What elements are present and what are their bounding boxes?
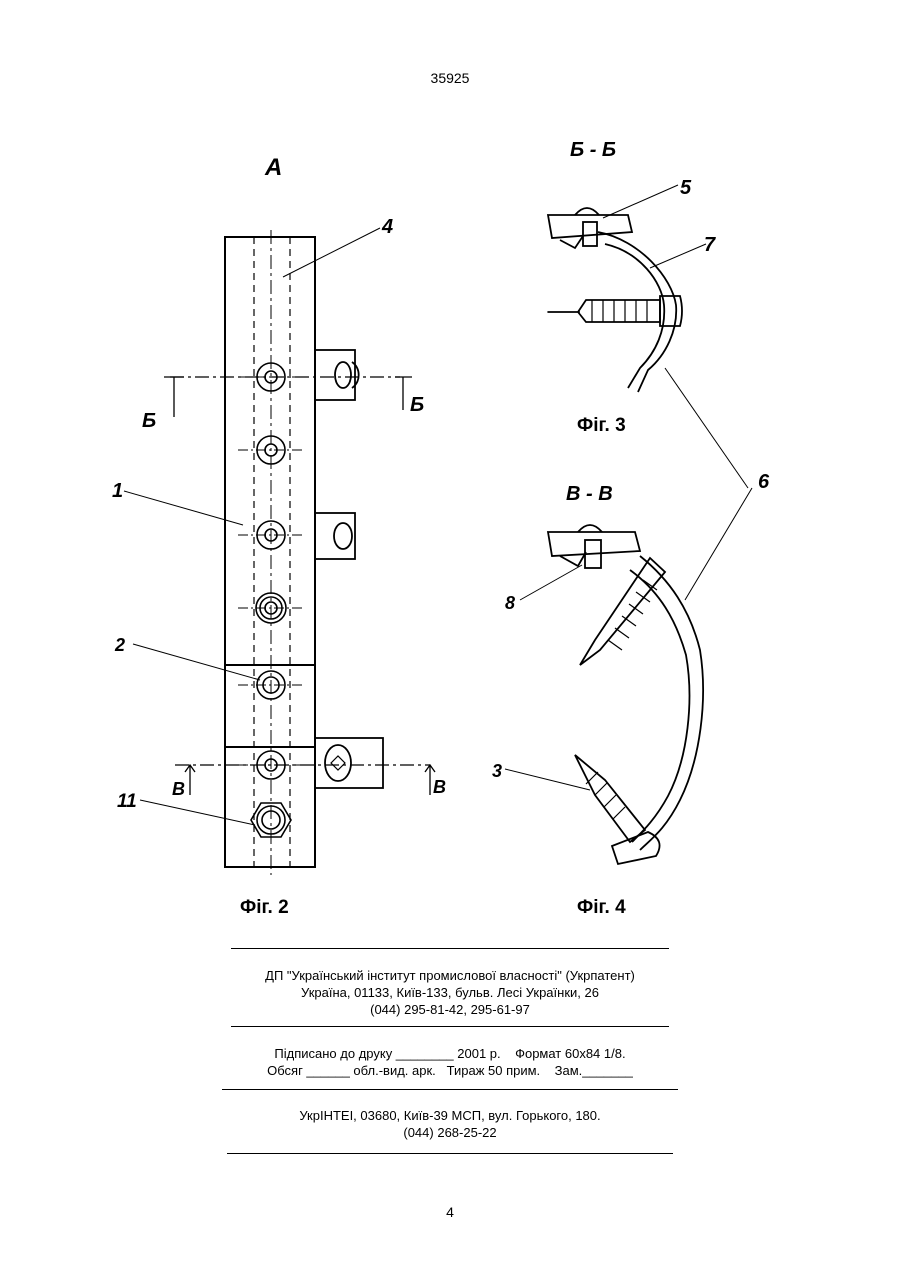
fig4-section: [548, 525, 703, 864]
section-vv-left-label: В: [172, 779, 185, 799]
printer-line: УкрІНТЕІ, 03680, Київ-39 МСП, вул. Горьк…: [0, 1107, 900, 1124]
section-bb-right-label: Б: [410, 394, 424, 416]
fig2-view-label: А: [264, 154, 282, 181]
publisher-line: (044) 295-81-42, 295-61-97: [0, 1001, 900, 1018]
callout-8: 8: [505, 593, 515, 613]
divider: [231, 948, 669, 949]
print-info-line: Обсяг ______ обл.-вид. арк. Тираж 50 при…: [0, 1062, 900, 1079]
printer-info: УкрІНТЕІ, 03680, Київ-39 МСП, вул. Горьк…: [0, 1107, 900, 1141]
section-bb-left-label: Б: [142, 410, 156, 432]
publisher-line: ДП "Український інститут промислової вла…: [0, 967, 900, 984]
callout-1: 1: [112, 480, 123, 502]
fig4-caption: Фіг. 4: [577, 897, 626, 918]
publisher-info: ДП "Український інститут промислової вла…: [0, 967, 900, 1018]
publisher-line: Україна, 01133, Київ-133, бульв. Лесі Ук…: [0, 984, 900, 1001]
callout-6: 6: [758, 471, 770, 493]
fig2-side-tabs: [315, 350, 383, 788]
printer-line: (044) 268-25-22: [0, 1124, 900, 1141]
print-info: Підписано до друку ________ 2001 р. Форм…: [0, 1045, 900, 1079]
section-vv-right-label: В: [433, 777, 446, 797]
fig2-caption: Фіг. 2: [240, 897, 289, 918]
divider: [222, 1089, 678, 1090]
print-info-line: Підписано до друку ________ 2001 р. Форм…: [0, 1045, 900, 1062]
technical-drawing: А Б Б В В 4 1 2 11 Фіг. 2 Б - Б 5 7 Фіг.…: [0, 0, 900, 940]
callout-4: 4: [381, 216, 393, 238]
callout-5: 5: [680, 177, 692, 199]
page-number: 4: [0, 1204, 900, 1220]
fig3-section: [547, 208, 682, 392]
callout-11: 11: [117, 791, 137, 812]
fig4-section-title: В - В: [566, 483, 613, 505]
divider: [227, 1153, 673, 1154]
divider: [231, 1026, 669, 1027]
callout-7: 7: [704, 234, 716, 256]
callout-2: 2: [114, 635, 125, 655]
callout-3: 3: [492, 761, 502, 781]
fig3-caption: Фіг. 3: [577, 415, 626, 436]
fig3-section-title: Б - Б: [570, 139, 616, 161]
